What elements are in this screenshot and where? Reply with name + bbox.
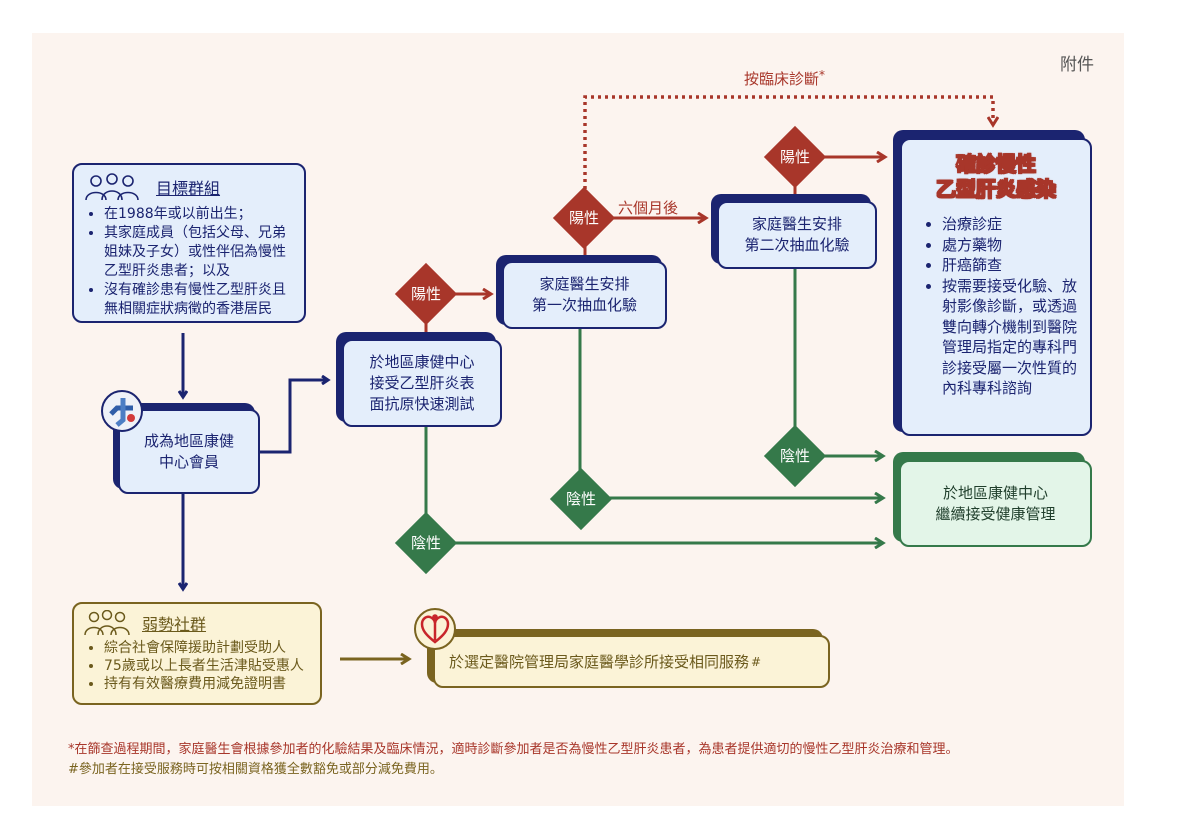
- first-blood-test-box: 家庭醫生安排 第一次抽血化驗: [502, 261, 667, 329]
- first-test-line1: 家庭醫生安排: [539, 275, 630, 293]
- hospital-authority-logo-icon: [414, 608, 456, 650]
- positive-label-3: 陽性: [779, 148, 810, 166]
- six-months-label: 六個月後: [618, 199, 679, 217]
- arrow-member-to-rapid-test: [260, 380, 327, 454]
- confirmed-title-line2: 乙型肝炎感染: [936, 177, 1057, 202]
- footnote-asterisk: *在篩查過程期間，家庭醫生會根據參加者的化驗結果及臨床情況，適時診斷參加者是否為…: [68, 742, 959, 757]
- list-item: 75歲或以上長者生活津貼受惠人: [104, 657, 310, 675]
- negative-label-3: 陰性: [410, 534, 441, 552]
- rapid-test-line2: 接受乙型肝炎表: [369, 373, 475, 392]
- confirmed-title-line1: 確診慢性: [956, 152, 1037, 177]
- list-item: 沒有確診患有慢性乙型肝炎且無相關症狀病徵的香港居民: [104, 281, 294, 319]
- list-item: 在1988年或以前出生；: [104, 205, 294, 224]
- list-item: 其家庭成員（包括父母、兄弟姐妹及子女）或性伴侶為慢性乙型肝炎患者；以及: [104, 224, 294, 281]
- dotted-clinical-diagnosis: [583, 95, 993, 196]
- second-test-line1: 家庭醫生安排: [751, 215, 842, 233]
- list-item: 按需要接受化驗、放射影像診斷，或透過雙向轉介機制到醫院管理局指定的專科門診接受屬…: [942, 276, 1080, 399]
- confirmed-box: 確診慢性 乙型肝炎感染 治療診症 處方藥物 肝癌篩查 按需要接受化驗、放射影像診…: [900, 138, 1092, 436]
- footnote-hash: #參加者在接受服務時可按相關資格獲全數豁免或部分減免費用。: [68, 762, 443, 777]
- ha-service-text: 於選定醫院管理局家庭醫學診所接受相同服務: [449, 653, 750, 671]
- rapid-test-line1: 於地區康健中心: [369, 352, 475, 371]
- vulnerable-group-box: 弱勢社群 綜合社會保障援助計劃受助人 75歲或以上長者生活津貼受惠人 持有有效醫…: [72, 602, 322, 705]
- rapid-test-box: 於地區康健中心 接受乙型肝炎表 面抗原快速測試: [342, 339, 502, 427]
- first-test-line2: 第一次抽血化驗: [531, 296, 637, 314]
- membership-line1: 成為地區康健: [143, 431, 234, 450]
- list-item: 處方藥物: [942, 235, 1080, 256]
- target-group-box: 目標群組 在1988年或以前出生； 其家庭成員（包括父母、兄弟姐妹及子女）或性伴…: [72, 163, 306, 323]
- target-group-header: 目標群組: [84, 173, 294, 201]
- asterisk-mark: *: [819, 68, 826, 82]
- negative-label-2: 陰性: [565, 490, 596, 508]
- second-test-line2: 第二次抽血化驗: [744, 236, 850, 254]
- vulnerable-group-header: 弱勢社群: [84, 609, 310, 636]
- list-item: 治療診症: [942, 214, 1080, 235]
- continue-line2: 繼續接受健康管理: [935, 504, 1056, 523]
- people-group-icon: [84, 173, 140, 201]
- dhc-logo-icon: [101, 390, 143, 432]
- annex-label: 附件: [1060, 55, 1094, 75]
- second-blood-test-box: 家庭醫生安排 第二次抽血化驗: [717, 201, 877, 269]
- confirmed-list: 治療診症 處方藥物 肝癌篩查 按需要接受化驗、放射影像診斷，或透過雙向轉介機制到…: [912, 214, 1080, 399]
- people-group-icon: [84, 609, 130, 636]
- confirmed-title: 確診慢性 乙型肝炎感染: [912, 152, 1080, 202]
- continue-management-box: 於地區康健中心 繼續接受健康管理: [899, 460, 1092, 547]
- clinical-diagnosis-text: 按臨床診斷: [744, 70, 820, 88]
- membership-line2: 中心會員: [158, 452, 219, 471]
- target-group-list: 在1988年或以前出生； 其家庭成員（包括父母、兄弟姐妹及子女）或性伴侶為慢性乙…: [84, 205, 294, 319]
- membership-box: 成為地區康健 中心會員: [118, 409, 260, 494]
- vulnerable-group-list: 綜合社會保障援助計劃受助人 75歲或以上長者生活津貼受惠人 持有有效醫療費用減免…: [84, 639, 310, 693]
- continue-line1: 於地區康健中心: [942, 483, 1048, 502]
- ha-service-box: 於選定醫院管理局家庭醫學診所接受相同服務#: [433, 635, 830, 688]
- vulnerable-group-title: 弱勢社群: [142, 615, 207, 634]
- hash-mark: #: [751, 654, 762, 669]
- target-group-title: 目標群組: [156, 179, 221, 198]
- list-item: 肝癌篩查: [942, 255, 1080, 276]
- rapid-test-line3: 面抗原快速測試: [369, 394, 475, 413]
- list-item: 持有有效醫療費用減免證明書: [104, 675, 310, 693]
- list-item: 綜合社會保障援助計劃受助人: [104, 639, 310, 657]
- positive-label-1: 陽性: [410, 285, 441, 303]
- positive-label-2: 陽性: [568, 209, 599, 227]
- clinical-diagnosis-label: 按臨床診斷*: [744, 68, 825, 89]
- negative-label-1: 陰性: [779, 447, 810, 465]
